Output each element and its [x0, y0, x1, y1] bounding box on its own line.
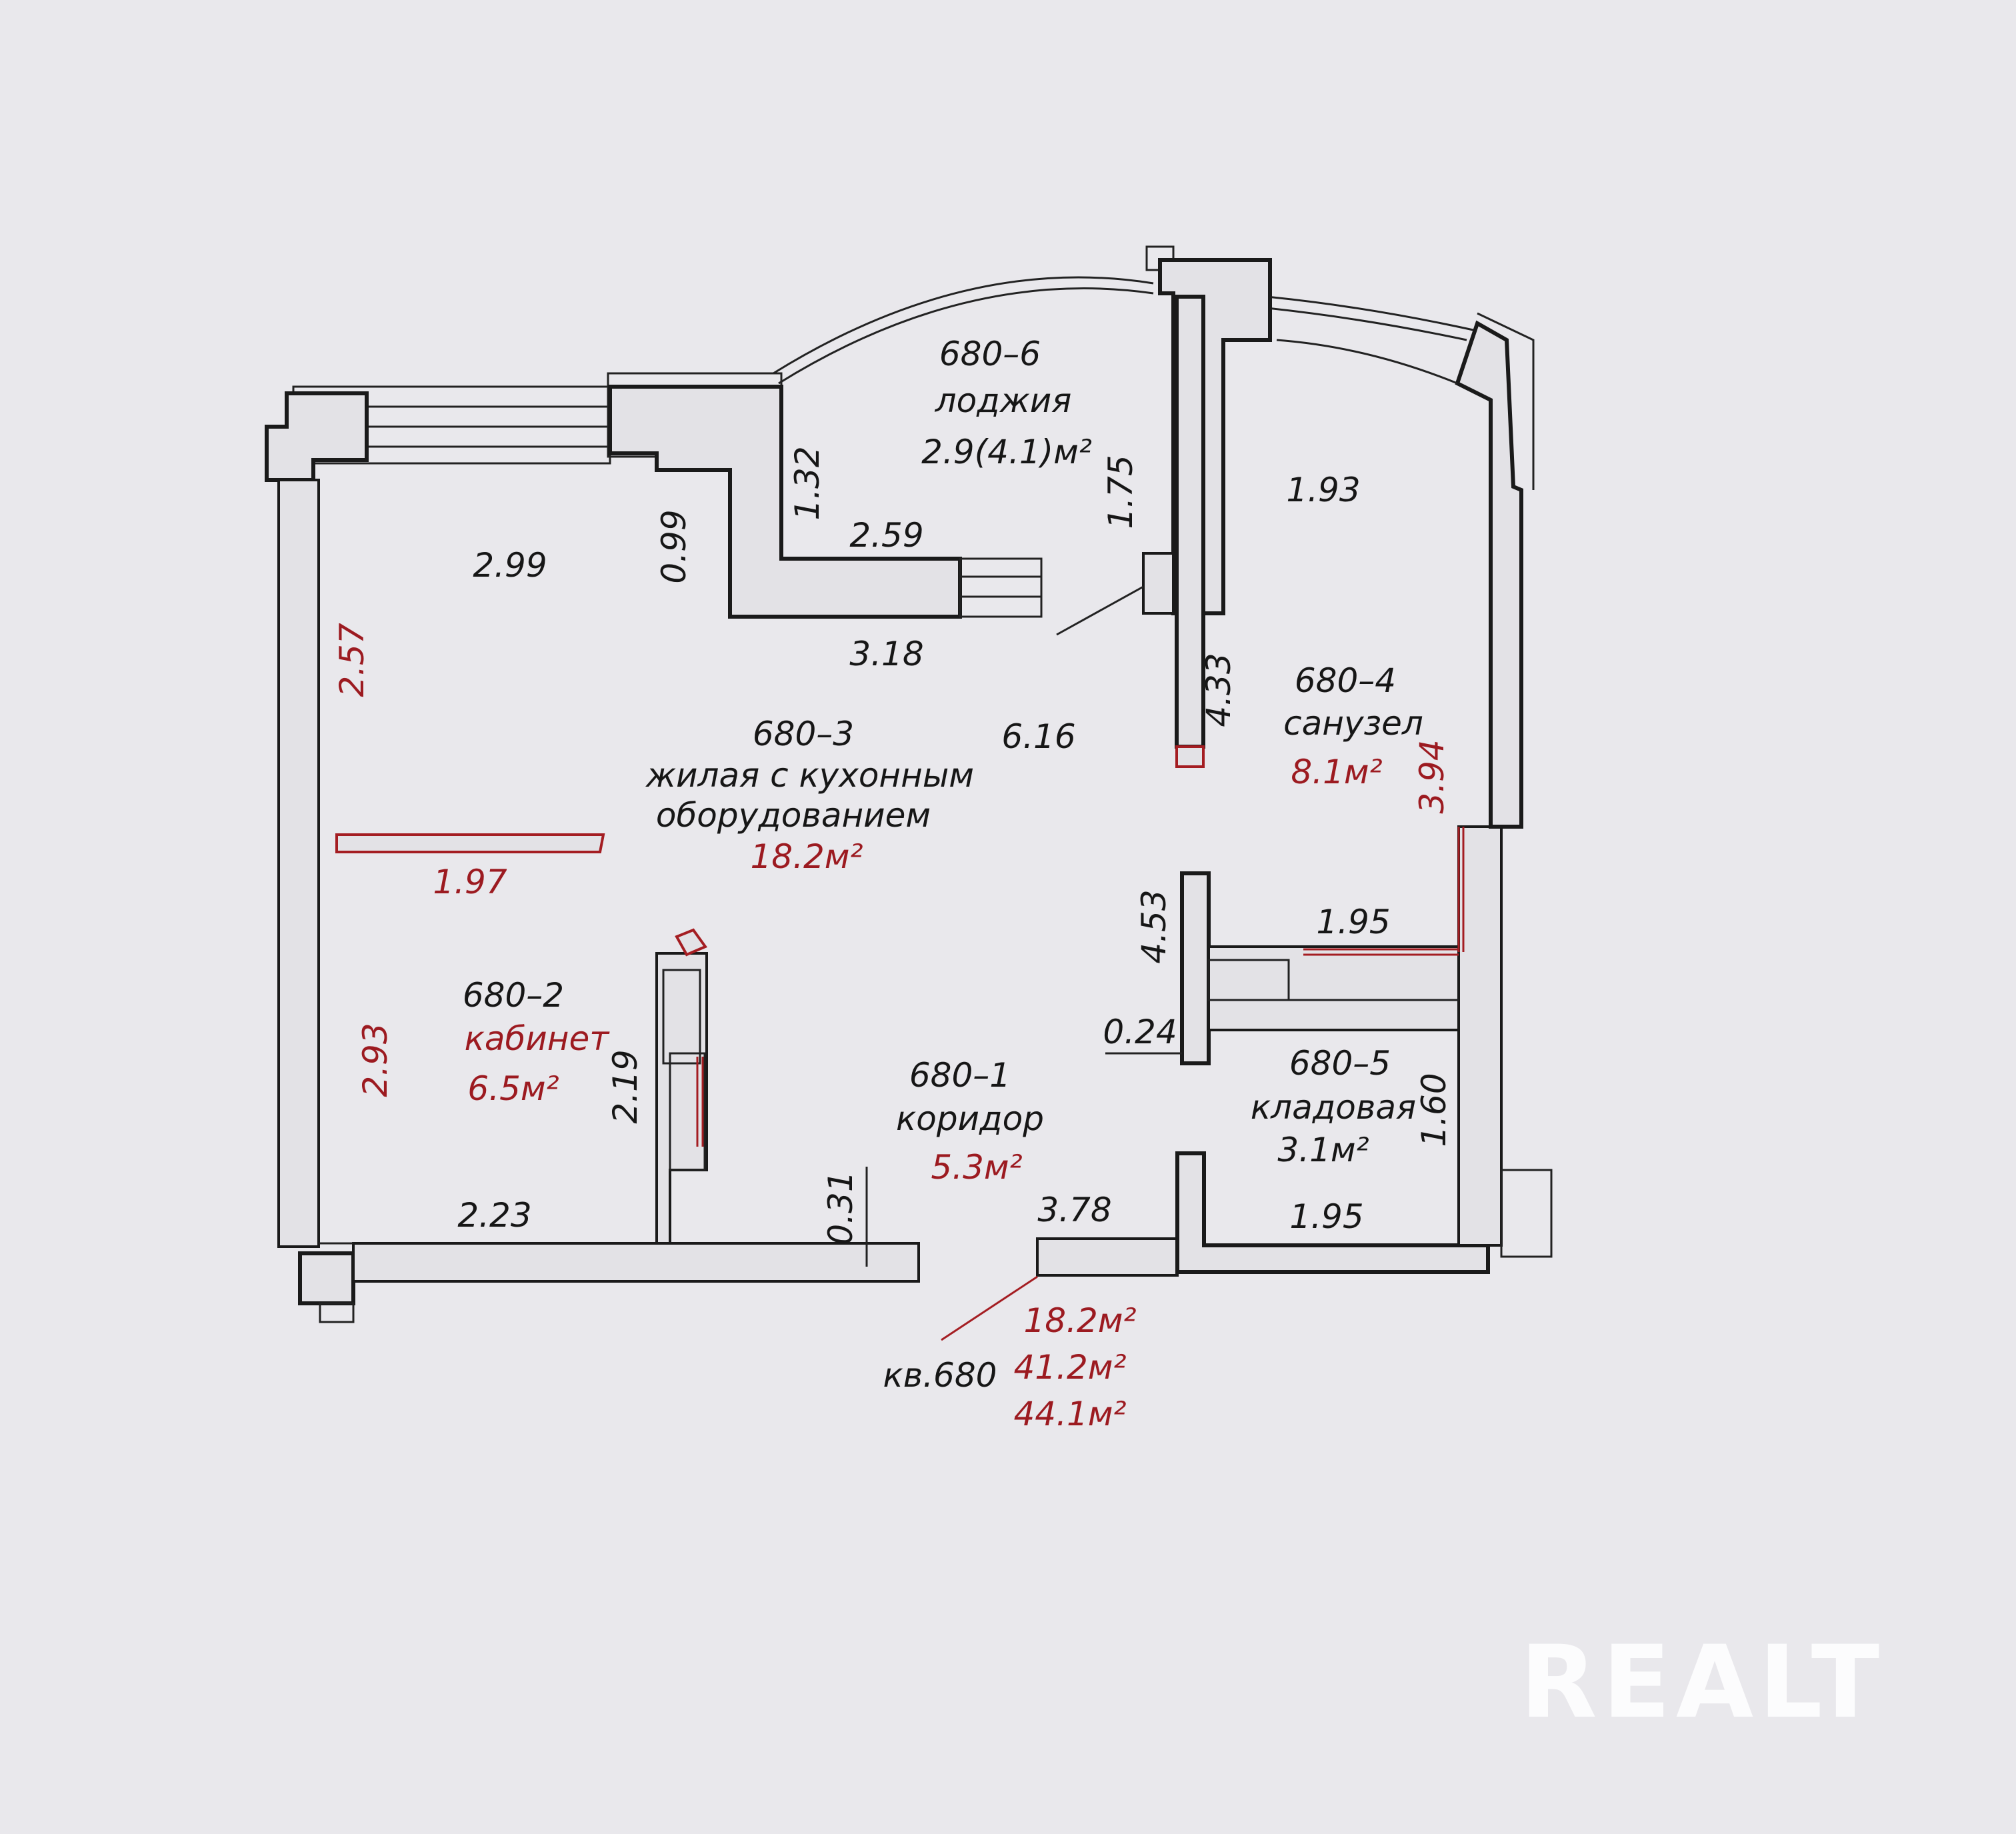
realt-watermark: REALT: [1520, 1625, 1885, 1741]
dimensions: 2.99 0.99 1.32 2.59 3.18 1.75 1.93 4.33 …: [333, 446, 1453, 1245]
corner-pillar-bottom-left: [298, 1251, 355, 1305]
room-bath: 680–4 санузел 8.1м²: [1283, 661, 1423, 791]
dim-2-57: 2.57: [333, 623, 371, 697]
loggia-rail-inner: [778, 287, 1154, 385]
study-door-frame: [662, 969, 701, 1065]
room-living: 680–3 жилая с кухонным оборудованием 18.…: [645, 715, 974, 876]
right-wall-lower: [1457, 825, 1503, 1247]
dim-2-93: 2.93: [356, 1023, 395, 1097]
dim-6-16: 6.16: [1001, 717, 1075, 756]
dim-0-24: 0.24: [1103, 1013, 1177, 1051]
dim-3-18: 3.18: [849, 635, 923, 673]
room-loggia: 680–6 лоджия 2.9(4.1)м²: [921, 335, 1092, 471]
dim-0-31: 0.31: [821, 1171, 860, 1245]
dim-3-94: 3.94: [1413, 739, 1451, 813]
dim-2-19: 2.19: [606, 1049, 645, 1123]
bath-curved-wall: [1276, 339, 1458, 385]
partition-stub: [1142, 552, 1175, 615]
loggia-rail-right-inner: [1266, 307, 1467, 341]
room-code: 680–6: [939, 335, 1041, 373]
room-code: 680–3: [753, 715, 854, 753]
bottom-wall-entrance: [1036, 1237, 1179, 1277]
kitchen-window: [959, 557, 1043, 618]
room-corridor: 680–1 коридор 5.3м²: [896, 1056, 1044, 1187]
room-area: 8.1м²: [1291, 753, 1382, 791]
dim-3-78: 3.78: [1037, 1191, 1111, 1229]
right-window-frame: [1500, 1169, 1553, 1258]
study-partition-cap: [675, 928, 708, 957]
walls: [265, 245, 1553, 1341]
study-door-jamb: [669, 1052, 706, 1171]
dim-2-23: 2.23: [457, 1196, 531, 1235]
room-area: 6.5м²: [467, 1069, 559, 1108]
dim-4-33: 4.33: [1199, 653, 1238, 727]
living-area: 18.2м²: [1023, 1301, 1136, 1340]
room-name-line1: жилая с кухонным: [645, 756, 974, 795]
vent-shaft: [1175, 745, 1205, 768]
room-name: кабинет: [465, 1019, 611, 1058]
room-name: санузел: [1283, 704, 1423, 743]
dim-1-95-bottom: 1.95: [1289, 1197, 1363, 1236]
room-name-line2: оборудованием: [656, 796, 931, 835]
room-area: 5.3м²: [931, 1148, 1022, 1187]
dim-4-53: 4.53: [1135, 889, 1173, 963]
room-code: 680–2: [463, 976, 564, 1015]
room-area: 2.9(4.1)м²: [921, 433, 1092, 471]
kitchen-l-wall: [608, 385, 962, 619]
room-code: 680–4: [1295, 661, 1396, 700]
dim-0-99: 0.99: [655, 509, 693, 583]
total-area: 41.2м²: [1013, 1348, 1126, 1387]
dim-1-97: 1.97: [433, 863, 507, 901]
central-partition-lower: [1180, 871, 1211, 1065]
dim-2-99: 2.99: [473, 546, 547, 585]
bottom-wall-left: [352, 1242, 920, 1283]
loggia-rail-right-outer: [1266, 295, 1474, 331]
dim-1-75: 1.75: [1101, 455, 1140, 529]
room-area: 18.2м²: [750, 837, 863, 876]
corner-pillar-top-left: [265, 391, 369, 482]
loggia-rail-outer: [773, 276, 1154, 375]
dim-1-60: 1.60: [1415, 1073, 1453, 1147]
dim-1-95-top: 1.95: [1316, 903, 1390, 941]
living-study-partition: [335, 833, 605, 853]
dim-1-93: 1.93: [1286, 471, 1360, 509]
right-wall-upper: [1455, 320, 1523, 829]
room-storage: 680–5 кладовая 3.1м²: [1251, 1044, 1416, 1169]
room-area: 3.1м²: [1277, 1131, 1369, 1169]
total-with-loggia: 44.1м²: [1013, 1395, 1126, 1433]
room-study: 680–2 кабинет 6.5м²: [463, 976, 610, 1108]
room-code: 680–5: [1289, 1044, 1391, 1083]
apartment-label: кв.680: [883, 1356, 997, 1395]
room-name: лоджия: [935, 381, 1072, 420]
dim-2-59: 2.59: [849, 516, 923, 555]
room-name: коридор: [896, 1099, 1044, 1138]
right-wall-outline: [1477, 312, 1535, 490]
room-code: 680–1: [909, 1056, 1011, 1095]
dim-1-32: 1.32: [788, 446, 827, 520]
leader-line: [1056, 585, 1144, 636]
left-wall: [277, 479, 320, 1248]
apartment-leader-line: [941, 1275, 1038, 1341]
apartment-summary: кв.680 18.2м² 41.2м² 44.1м²: [883, 1301, 1137, 1433]
pillar-base: [319, 1302, 355, 1323]
room-name: кладовая: [1251, 1088, 1416, 1127]
